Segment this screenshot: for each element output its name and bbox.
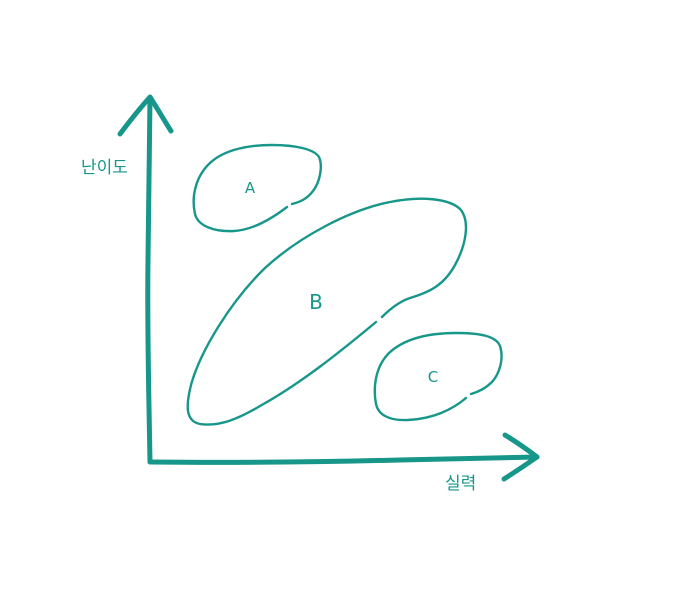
- x-axis-line: [147, 454, 540, 465]
- x-axis-arrowhead: [501, 432, 540, 482]
- y-axis-label: 난이도: [81, 158, 128, 178]
- y-axis-line: [145, 95, 153, 465]
- region-c: C: [373, 331, 503, 422]
- region-a-label: A: [245, 179, 256, 197]
- region-b-outline: [186, 197, 468, 426]
- region-c-label: C: [428, 368, 438, 386]
- region-b: B: [186, 197, 468, 426]
- region-b-label: B: [309, 290, 323, 314]
- y-axis-arrowhead: [117, 94, 174, 137]
- region-c-outline: [373, 331, 503, 422]
- x-axis-label: 실력: [445, 474, 476, 494]
- y-axis: [117, 94, 174, 465]
- region-a: A: [192, 143, 322, 233]
- region-a-outline: [192, 143, 322, 233]
- x-axis: [147, 432, 540, 482]
